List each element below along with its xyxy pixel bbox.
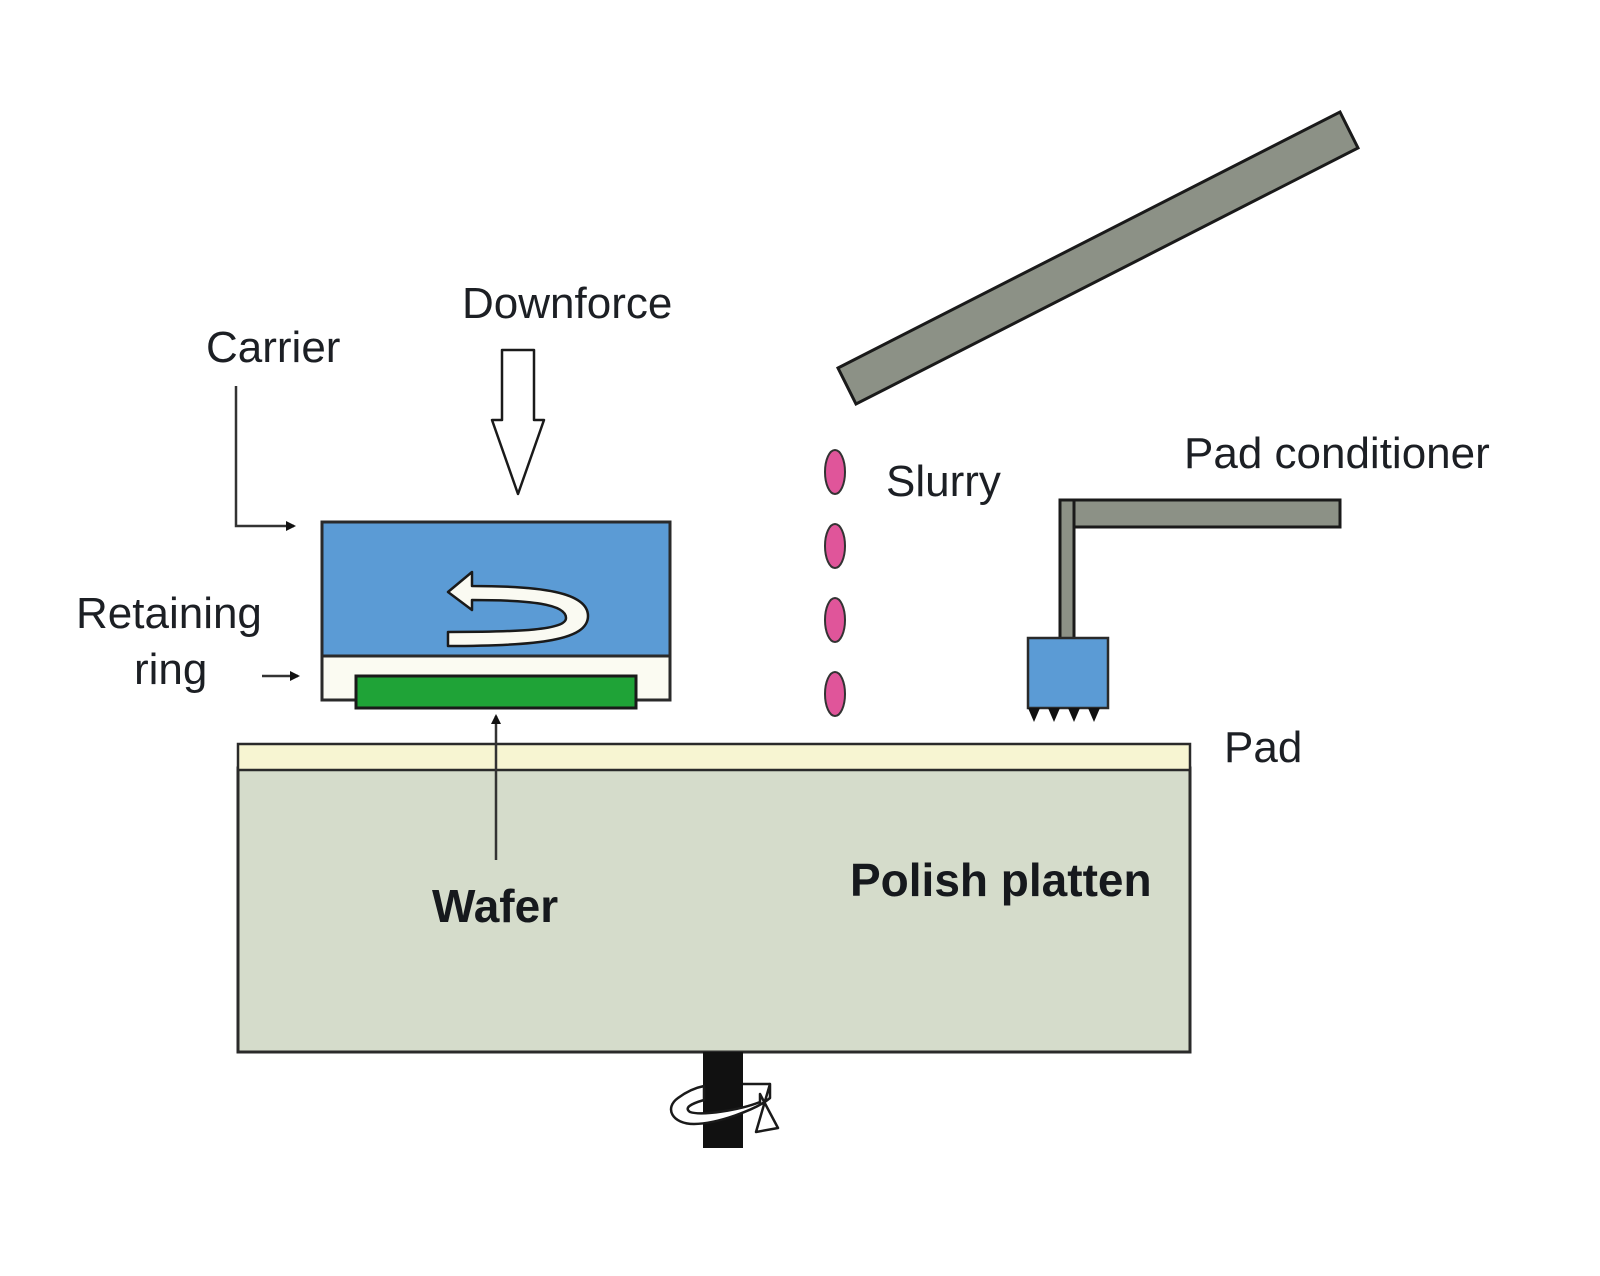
slurry-droplet xyxy=(824,597,846,643)
wafer xyxy=(354,674,638,710)
polish-platten xyxy=(236,766,1192,1054)
label-retaining-ring-line2: ring xyxy=(134,645,207,694)
label-pad-conditioner: Pad conditioner xyxy=(1184,429,1490,478)
label-wafer: Wafer xyxy=(432,880,558,932)
platten-shaft xyxy=(703,1052,743,1148)
pad-conditioner-head xyxy=(1026,636,1110,710)
pad-conditioner-arm xyxy=(1058,498,1342,642)
platten-rotation-arrow-icon xyxy=(669,1082,780,1134)
label-slurry: Slurry xyxy=(886,457,1001,506)
carrier-rotation-arrow-icon xyxy=(446,570,590,648)
pad xyxy=(236,742,1192,772)
carrier-pointer-arrow xyxy=(234,386,296,531)
label-retaining-ring-line1: Retaining xyxy=(76,589,262,638)
label-polish-platten: Polish platten xyxy=(850,854,1152,906)
pad-conditioner-teeth xyxy=(1028,708,1100,722)
label-pad: Pad xyxy=(1224,723,1302,772)
label-carrier: Carrier xyxy=(206,323,340,372)
slurry-dispenser-arm xyxy=(835,109,1361,407)
slurry-droplet xyxy=(824,523,846,569)
slurry-droplet xyxy=(824,671,846,717)
slurry-droplet xyxy=(824,449,846,495)
downforce-hollow-down-arrow-icon xyxy=(490,348,546,496)
label-downforce: Downforce xyxy=(462,279,672,328)
